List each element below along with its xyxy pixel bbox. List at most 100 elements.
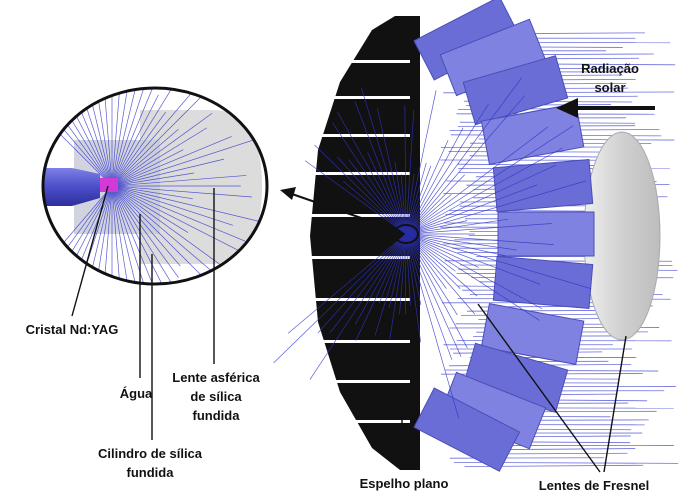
zoom-ray [111, 111, 166, 187]
mirror-slit [300, 96, 410, 99]
focus-ray [389, 233, 407, 339]
zoom-ray [111, 129, 179, 187]
zoom-ray [111, 136, 265, 187]
zoom-ray [111, 185, 258, 247]
focus-ray [405, 164, 557, 235]
zoom-ray [111, 149, 184, 187]
focus-ray [405, 233, 543, 310]
focus-ray [404, 105, 407, 235]
focus-ray [405, 233, 517, 251]
laser-rod [43, 168, 72, 206]
zoom-ray [111, 127, 208, 187]
focus-ray [377, 108, 407, 235]
mirror-slit [300, 298, 410, 301]
zoom-ray [111, 185, 242, 284]
zoom-ray [111, 112, 213, 187]
focus-ray [273, 233, 407, 364]
fresnel-lens-front [583, 131, 661, 341]
focus-ray [405, 233, 554, 245]
focus-ray [405, 233, 460, 419]
flat-mirror-shell [310, 16, 420, 470]
focus-ray [405, 173, 415, 235]
focus-ray [405, 126, 549, 235]
zoom-ray [111, 88, 173, 187]
focus-ray [399, 233, 407, 315]
cylinder-label-1: Cilindro de sílica [98, 446, 203, 461]
focus-ray [405, 233, 462, 357]
fresnel-lens-panel [480, 103, 585, 165]
lens-panel-face [480, 103, 585, 165]
lens-panel-face [413, 387, 521, 472]
focus-ray [405, 223, 552, 235]
sunlight-arrow-head [556, 98, 578, 118]
focus-ray [287, 233, 407, 334]
fresnel-lenses-label: Lentes de Fresnel [539, 478, 650, 493]
focus-ray [405, 127, 464, 235]
mirror-slit [300, 256, 410, 259]
zoom-ray [111, 136, 232, 187]
radiation-label: Radiação [581, 61, 639, 76]
zoom-ray [111, 94, 159, 187]
focus-ray [405, 233, 458, 316]
zoom-ray [111, 158, 225, 187]
focus-ray [405, 233, 422, 343]
zoom-ray [111, 185, 181, 267]
focus-ray [343, 180, 407, 235]
focus-ray [405, 233, 506, 257]
mirror-slit [300, 420, 410, 423]
focus-ray [405, 90, 437, 235]
focus-ray [405, 140, 449, 235]
focus-ray [405, 233, 478, 297]
zoom-ray [43, 101, 113, 187]
zoom-ray [91, 88, 113, 187]
focus-ray [394, 161, 407, 235]
callout-fresnel-line-b [603, 335, 627, 473]
mirror-slit [300, 380, 410, 383]
lens-panel-face [480, 303, 585, 365]
zoom-ray [66, 88, 113, 187]
focus-ray [405, 184, 538, 235]
mirror-slit [300, 340, 410, 343]
zoom-outline [41, 86, 269, 286]
zoom-ray [111, 185, 234, 226]
focus-ray [309, 233, 407, 380]
zoom-ray [111, 175, 247, 187]
focus-ray [388, 233, 407, 308]
zoom-ray [81, 88, 113, 187]
zoom-ray [111, 88, 196, 187]
rod-holder [72, 168, 100, 206]
lens-panel-face [462, 55, 569, 126]
zoom-ray [111, 185, 193, 200]
aspheric-lens [140, 110, 262, 264]
mirror-slit [300, 134, 410, 137]
zoom-ray [111, 185, 259, 261]
focus-ray [405, 233, 476, 315]
water-label: Água [120, 386, 153, 401]
zoom-view [43, 88, 267, 284]
callout-fresnel-line-a [477, 303, 601, 473]
zoom-ray [111, 185, 173, 284]
focus-ray [337, 112, 407, 235]
focus-ray [348, 159, 407, 235]
focus-ray [405, 174, 465, 235]
zoom-ray [111, 185, 253, 198]
zoom-ray [111, 185, 189, 233]
zoom-ray [89, 185, 113, 284]
focus-ray [405, 125, 574, 235]
zoom-ray [111, 185, 177, 284]
focus-ray [314, 144, 407, 235]
focus-ray [354, 233, 407, 325]
focus-ray [405, 233, 479, 268]
focus-ray [354, 101, 407, 235]
focus-ray [405, 233, 447, 289]
lens-panel-face [497, 211, 595, 257]
focus-ray [405, 77, 523, 235]
zoom-arrow-head [280, 187, 296, 200]
focus-ray [405, 180, 587, 235]
focus-ray [405, 95, 526, 235]
focus-ray [337, 156, 407, 235]
crystal-label: Cristal Nd:YAG [26, 322, 119, 337]
callout-crystal-line [71, 185, 109, 317]
focus-ray [405, 162, 427, 235]
focus-spot [393, 224, 419, 244]
